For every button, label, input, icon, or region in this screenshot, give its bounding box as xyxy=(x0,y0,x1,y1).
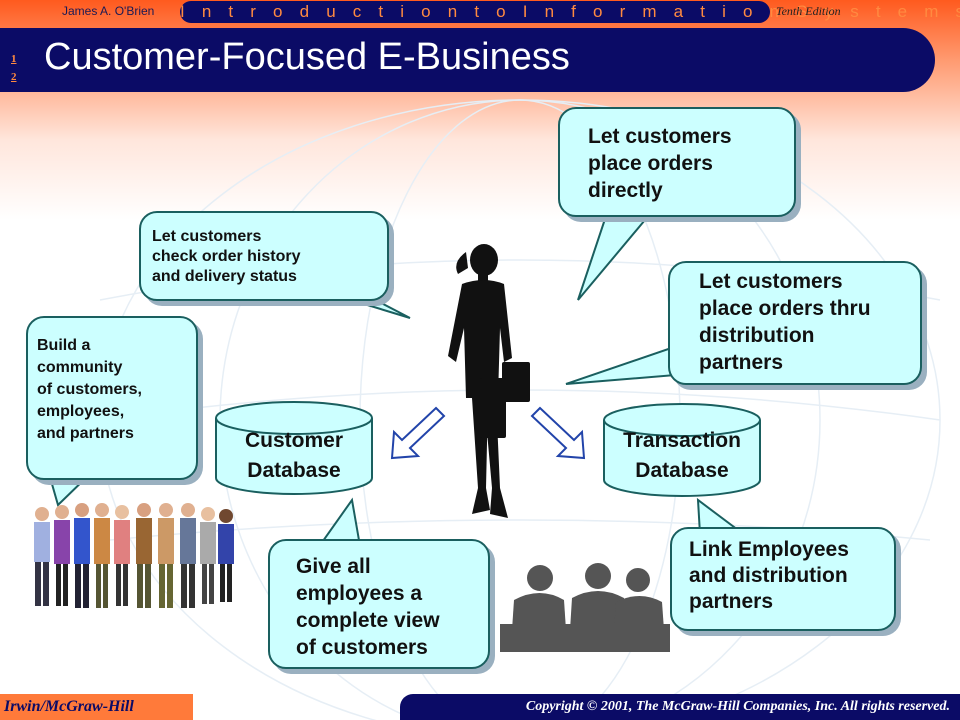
arrow-to-customer-db xyxy=(390,406,446,460)
database-label: Customer Database xyxy=(214,426,374,486)
bubble-line: of customers, xyxy=(37,381,142,398)
edition-label: Tenth Edition xyxy=(776,4,841,18)
bubble-line: distribution xyxy=(699,324,815,347)
db-line: Database xyxy=(635,459,729,482)
db-line: Database xyxy=(247,459,341,482)
bubble-line: Link Employees xyxy=(689,538,849,561)
bubble-line: of customers xyxy=(296,636,428,659)
bubble-line: place orders thru xyxy=(699,297,871,320)
bubble-line: and partners xyxy=(37,425,134,442)
bubble-line: employees, xyxy=(37,403,125,420)
db-line: Transaction xyxy=(623,429,741,452)
bubble-line: partners xyxy=(689,590,774,613)
bubble-line: and distribution xyxy=(689,564,848,587)
bubble-distribution-partners: Let customers place orders thru distribu… xyxy=(668,261,922,385)
bubble-line: community xyxy=(37,359,123,376)
bubble-line: partners xyxy=(699,351,784,374)
publisher-label: Irwin/McGraw-Hill xyxy=(0,694,193,720)
bubble-line: Let customers xyxy=(699,270,843,293)
database-icon xyxy=(603,403,761,497)
bubble-line: employees a xyxy=(296,582,423,605)
slide-number[interactable]: 1 2 xyxy=(11,50,17,86)
slide-number-bottom[interactable]: 2 xyxy=(11,71,17,83)
bubble-line: Build a xyxy=(37,337,91,354)
db-line: Customer xyxy=(244,429,344,452)
flow-arrows xyxy=(390,406,586,460)
bubble-line: Give all xyxy=(296,555,371,578)
bubble-build-community: Build a community of customers, employee… xyxy=(26,316,198,480)
series-title: I n t r o d u c t i o n t o I n f o r m … xyxy=(180,1,960,23)
bubble-line: and delivery status xyxy=(152,268,297,285)
transaction-database: Transaction Database xyxy=(602,402,762,498)
bubble-line: complete view xyxy=(296,609,440,632)
bubble-line: check order history xyxy=(152,248,301,265)
copyright-notice: Copyright © 2001, The McGraw-Hill Compan… xyxy=(400,694,960,720)
bubble-line: Let customers xyxy=(152,228,262,245)
bubble-line: directly xyxy=(588,179,663,202)
bubble-line: place orders xyxy=(588,152,713,175)
page-title: Customer-Focused E-Business xyxy=(44,36,570,78)
database-label: Transaction Database xyxy=(602,426,762,486)
arrow-to-transaction-db xyxy=(530,406,586,460)
database-icon xyxy=(215,401,373,495)
author-name: James A. O'Brien xyxy=(62,4,155,18)
bubble-order-history: Let customers check order history and de… xyxy=(139,211,389,301)
title-bar xyxy=(0,28,935,92)
tail-orders xyxy=(577,208,652,301)
bubble-link-employees: Link Employees and distribution partners xyxy=(670,527,896,631)
businesswoman-icon xyxy=(448,244,530,518)
slide-number-top[interactable]: 1 xyxy=(11,53,17,65)
people-group-icon xyxy=(34,503,234,608)
meeting-group-icon xyxy=(500,563,670,652)
bubble-employees-view: Give all employees a complete view of cu… xyxy=(268,539,490,669)
bubble-line: Let customers xyxy=(588,125,732,148)
bubble-place-orders-directly: Let customers place orders directly xyxy=(558,107,796,217)
customer-database: Customer Database xyxy=(214,400,374,496)
